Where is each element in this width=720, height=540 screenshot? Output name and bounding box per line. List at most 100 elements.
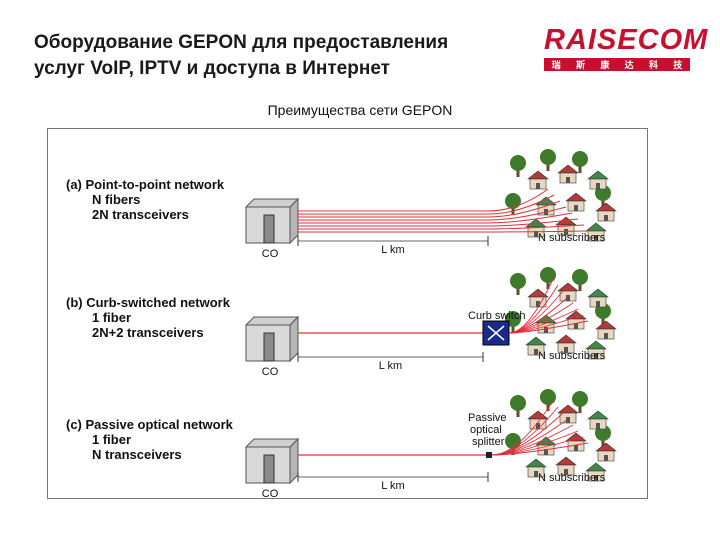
optical-splitter-icon [486,452,492,458]
tree-trunk [516,285,520,295]
house-icon [585,340,607,360]
tree-crown [540,149,556,165]
house-icon [585,222,607,242]
tree-trunk [578,281,582,291]
building-door [263,214,275,244]
house-roof [595,320,617,330]
house-door [564,469,568,475]
house-roof [595,442,617,452]
curb-switch-symbol [487,325,505,341]
house-door [596,301,600,307]
house-roof [557,282,579,292]
tree-icon [510,395,526,417]
building-side [289,315,299,363]
house-door [534,231,538,237]
tree-icon [572,391,588,413]
house-door [604,455,608,461]
house-icon [525,336,547,356]
house-door [544,327,548,333]
tree-crown [540,267,556,283]
house-icon [527,170,549,190]
house-door [534,349,538,355]
house-door [574,205,578,211]
subscribers-label: N subscribers [538,350,606,362]
tree-trunk [546,401,550,411]
building-roof [244,316,300,326]
logo-char: 斯 [575,60,585,70]
house-roof [585,462,607,472]
house-icon [595,320,617,340]
distance-label: L km [381,244,404,256]
house-door [596,423,600,429]
house-roof [557,404,579,414]
tree-trunk [516,407,520,417]
house-roof [565,192,587,202]
section-transceiver-count: 2N+2 transceivers [92,325,204,340]
fiber-line [298,194,555,215]
fiber-line [298,200,561,218]
central-office-building-icon [244,437,300,485]
section-heading: (a) Point-to-point network [66,177,225,192]
house-icon [587,410,609,430]
section-fiber-count: N fibers [92,192,140,207]
section-fiber-count: 1 fiber [92,310,131,325]
tree-crown [510,395,526,411]
house-door [604,333,608,339]
house-icon [555,456,577,476]
house-roof [595,202,617,212]
logo-subtext: 瑞 斯 康 达 科 技 [544,58,690,71]
house-icon [557,282,579,302]
section-fiber-count: 1 fiber [92,432,131,447]
logo-char: 康 [600,60,610,70]
tree-trunk [546,161,550,171]
tree-crown [505,193,521,209]
house-door [536,183,540,189]
slide-title: Оборудование GEPON для предоставления ус… [34,30,448,82]
house-icon [595,442,617,462]
house-door [534,471,538,477]
splitter-label: Passive [468,412,507,424]
building-side [289,437,299,485]
house-icon [527,410,549,430]
subscribers-label: N subscribers [538,472,606,484]
slide-subtitle: Преимущества сети GEPON [267,102,453,118]
title-line-1: Оборудование GEPON для предоставления [34,32,449,53]
tree-trunk [601,437,605,447]
title-line-2: услуг VoIP, IPTV и доступа в Интернет [34,58,390,79]
house-door [596,183,600,189]
fiber-line [491,442,589,456]
co-label: CO [262,366,279,378]
house-door [594,475,598,481]
section-transceiver-count: 2N transceivers [92,207,189,222]
fiber-line [298,230,591,233]
subscribers-label: N subscribers [538,232,606,244]
building-roof [244,438,300,448]
house-roof [587,170,609,180]
tree-icon [540,149,556,171]
splitter-label: splitter [472,436,505,448]
house-icon [525,458,547,478]
house-door [536,301,540,307]
fiber-line [298,212,573,224]
house-door [566,177,570,183]
house-roof [585,340,607,350]
tree-trunk [511,323,515,333]
house-door [604,215,608,221]
tree-trunk [601,197,605,207]
house-door [564,347,568,353]
tree-trunk [516,167,520,177]
house-roof [557,164,579,174]
raisecom-logo: RAISECOM 瑞 斯 康 达 科 技 [544,24,707,72]
curb-switch-label: Curb switch [468,310,525,322]
house-door [574,323,578,329]
logo-char: 瑞 [551,60,561,70]
tree-icon [510,273,526,295]
house-icon [587,288,609,308]
tree-icon [505,193,521,215]
tree-icon [540,389,556,411]
tree-icon [510,155,526,177]
house-roof [525,336,547,346]
house-icon [565,310,587,330]
house-icon [565,192,587,212]
